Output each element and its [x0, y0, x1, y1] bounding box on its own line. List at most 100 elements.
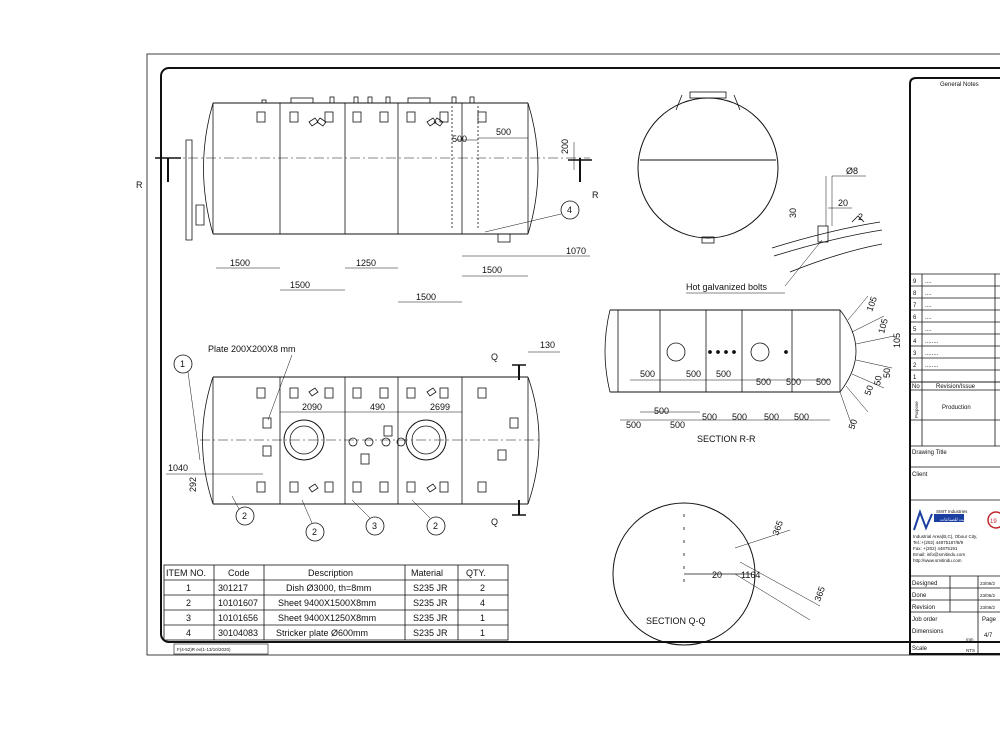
- nozzle-hole: [708, 350, 712, 354]
- leader: [351, 499, 371, 519]
- dim-line: [851, 373, 885, 389]
- left-dish-head: [203, 102, 214, 235]
- section-qq-view: 20 1164 365 365 SECTION Q-Q: [612, 502, 827, 646]
- lug: [439, 387, 449, 399]
- lug: [308, 483, 319, 493]
- rev-number: 1: [913, 375, 917, 381]
- bom-cell: S235 JR: [413, 583, 448, 593]
- bom-cell: S235 JR: [413, 613, 448, 623]
- lug: [477, 387, 487, 399]
- lug: [256, 111, 266, 123]
- title-block-frame: [909, 77, 1000, 655]
- rr-b500f: 500: [764, 412, 779, 422]
- rr-t500e: 500: [786, 377, 801, 387]
- bolt: [817, 225, 829, 243]
- dim-200: 200: [560, 139, 570, 154]
- rr-b500g: 500: [794, 412, 809, 422]
- end-view-bottom-nozzle: [701, 236, 715, 244]
- lug: [352, 111, 362, 123]
- pad: [383, 425, 393, 437]
- dim-line: [734, 529, 791, 549]
- bom-cell: 4: [186, 628, 191, 638]
- rr-b500d: 500: [702, 412, 717, 422]
- leader: [784, 239, 823, 287]
- tb-done: Done: [912, 593, 927, 599]
- rev-number: 4: [913, 339, 917, 345]
- nozzle: [364, 437, 374, 447]
- section-mark-q-bottom: Q: [491, 517, 498, 527]
- end-view-manhole: [689, 91, 727, 99]
- bom-cell: 2: [480, 583, 485, 593]
- logo-bar: [934, 514, 964, 522]
- dim-1500d: 1500: [482, 265, 502, 275]
- detail-d30: 30: [788, 208, 798, 218]
- tb-client: Client: [912, 472, 928, 478]
- bom-cell: 2: [186, 598, 191, 608]
- lug: [324, 111, 334, 123]
- lug: [256, 481, 266, 493]
- section-mark-r-left: R: [136, 180, 143, 190]
- balloon-2b: [305, 522, 325, 542]
- tb-designed: Designed: [912, 581, 937, 587]
- tb-date-1: 23/06/2: [980, 581, 996, 586]
- plan-view: 2090 490 2699 1040 292 130 Q Q Plate 200…: [166, 340, 560, 542]
- revision-table: 9....8....7....6....5....4........3.....…: [910, 279, 1000, 383]
- bom-table: ITEM NO. Code Description Material QTY. …: [163, 564, 509, 641]
- general-notes: General Notes: [940, 82, 979, 88]
- section-rr-view: 500 500 500 500 500 500 500 500 500 500 …: [604, 295, 902, 444]
- lug: [289, 387, 299, 399]
- rev-number: 7: [913, 303, 917, 309]
- dim-1250: 1250: [356, 258, 376, 268]
- rr-r50a: 50: [882, 368, 892, 378]
- bottom-nozzle: [497, 233, 511, 243]
- plate: [262, 417, 272, 429]
- rr-b500a: 500: [626, 420, 641, 430]
- nozzle-hole: [784, 350, 788, 354]
- lug: [426, 483, 437, 493]
- lug: [289, 111, 299, 123]
- nozzle-hole: [732, 350, 736, 354]
- rev-number: 9: [913, 279, 917, 285]
- tb-revision: Revision: [912, 605, 935, 611]
- footer-code: F(4-52)R ev(1-13/10/2020): [177, 647, 231, 652]
- tb-page-no: 4/7: [984, 633, 993, 639]
- dim-line: [851, 315, 885, 333]
- nozzle: [329, 96, 335, 104]
- dim-1500a: 1500: [230, 258, 250, 268]
- section-mark-q-top: Q: [491, 352, 498, 362]
- detail-d2: 2: [858, 212, 863, 222]
- rev-description: ....: [925, 315, 932, 321]
- pad: [262, 445, 272, 457]
- tb-revision-issue: Revision/Issue: [936, 384, 976, 390]
- lug: [379, 387, 389, 399]
- leader: [301, 499, 313, 524]
- lug: [426, 387, 437, 397]
- rr-b500b: 500: [654, 406, 669, 416]
- rr-r105c: 105: [892, 333, 902, 348]
- pad: [360, 453, 370, 465]
- rr-t500c: 500: [716, 369, 731, 379]
- balloon-3-label: 3: [372, 521, 377, 531]
- nozzle: [451, 96, 457, 104]
- footer-box: [173, 643, 269, 655]
- nozzle: [469, 96, 475, 104]
- tb-company: SMIT Industries: [936, 509, 968, 514]
- tb-scale: Scale: [912, 646, 928, 652]
- rr-t500d: 500: [756, 377, 771, 387]
- lug: [352, 481, 362, 493]
- nozzle-hole: [716, 350, 720, 354]
- qq-d1164: 1164: [741, 570, 760, 580]
- curved-plate: [789, 243, 883, 273]
- balloon-2a-label: 2: [242, 511, 247, 521]
- tb-dimensions: Dimensions: [912, 629, 943, 635]
- dim-292: 292: [188, 477, 198, 492]
- nozzle: [396, 437, 406, 447]
- rev-number: 8: [913, 291, 917, 297]
- bom-cell: 1: [480, 628, 485, 638]
- lug: [477, 111, 487, 123]
- dim-2699: 2699: [430, 402, 450, 412]
- rr-t500a: 500: [640, 369, 655, 379]
- bom-cell: 10101656: [218, 613, 258, 623]
- tb-purpose: Purpose: [914, 401, 919, 418]
